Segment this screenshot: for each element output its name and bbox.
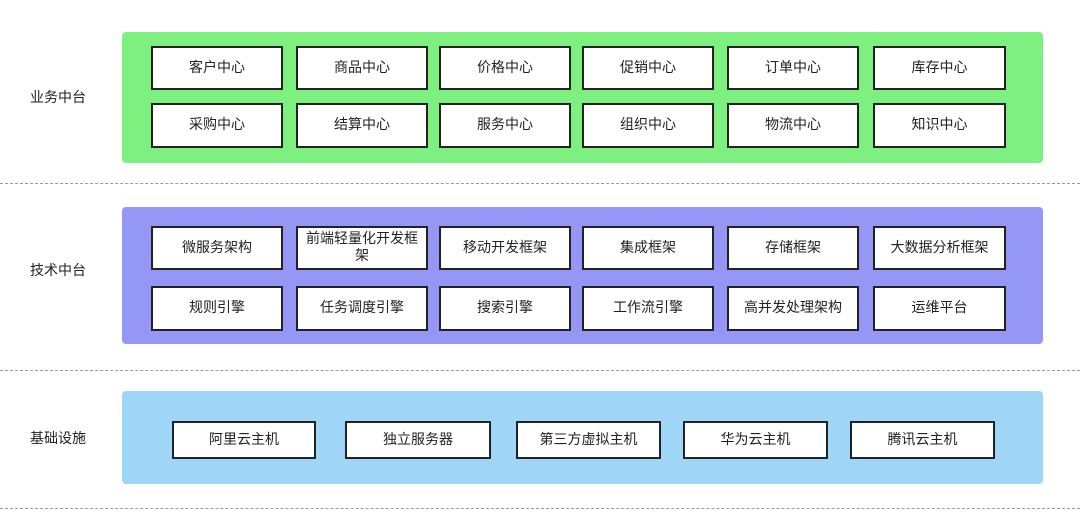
business-box: 商品中心: [296, 46, 428, 90]
business-box: 价格中心: [439, 46, 571, 90]
business-box: 订单中心: [727, 46, 859, 90]
tech-box: 前端轻量化开发框架: [296, 226, 428, 270]
business-layer-label: 业务中台: [30, 90, 86, 106]
tech-layer-label: 技术中台: [30, 263, 86, 279]
tech-box: 高并发处理架构: [727, 286, 859, 331]
tech-box: 搜索引擎: [439, 286, 571, 331]
business-box: 知识中心: [873, 103, 1006, 148]
business-box: 服务中心: [439, 103, 571, 148]
infra-layer-label: 基础设施: [30, 431, 86, 447]
tech-box: 任务调度引擎: [296, 286, 428, 331]
infra-box: 腾讯云主机: [850, 421, 995, 459]
infra-box: 华为云主机: [683, 421, 828, 459]
infra-box: 独立服务器: [345, 421, 491, 459]
business-panel: 客户中心 商品中心 价格中心 促销中心 订单中心 库存中心 采购中心 结算中心 …: [122, 32, 1043, 163]
layer-divider: [0, 508, 1080, 509]
tech-box: 工作流引擎: [582, 286, 714, 331]
business-box: 客户中心: [151, 46, 283, 90]
tech-box: 运维平台: [873, 286, 1006, 331]
layer-divider: [0, 370, 1080, 371]
tech-panel: 微服务架构 前端轻量化开发框架 移动开发框架 集成框架 存储框架 大数据分析框架…: [122, 207, 1043, 344]
infra-panel: 阿里云主机 独立服务器 第三方虚拟主机 华为云主机 腾讯云主机: [122, 391, 1043, 484]
business-box: 组织中心: [582, 103, 714, 148]
tech-box: 规则引擎: [151, 286, 283, 331]
layer-divider: [0, 183, 1080, 184]
infra-box: 阿里云主机: [172, 421, 316, 459]
tech-box: 集成框架: [582, 226, 714, 270]
business-box: 促销中心: [582, 46, 714, 90]
tech-box: 微服务架构: [151, 226, 283, 270]
tech-box: 大数据分析框架: [873, 226, 1006, 270]
infra-box: 第三方虚拟主机: [516, 421, 661, 459]
business-box: 结算中心: [296, 103, 428, 148]
business-box: 采购中心: [151, 103, 283, 148]
tech-box: 移动开发框架: [439, 226, 571, 270]
business-box: 物流中心: [727, 103, 859, 148]
tech-box: 存储框架: [727, 226, 859, 270]
business-box: 库存中心: [873, 46, 1006, 90]
